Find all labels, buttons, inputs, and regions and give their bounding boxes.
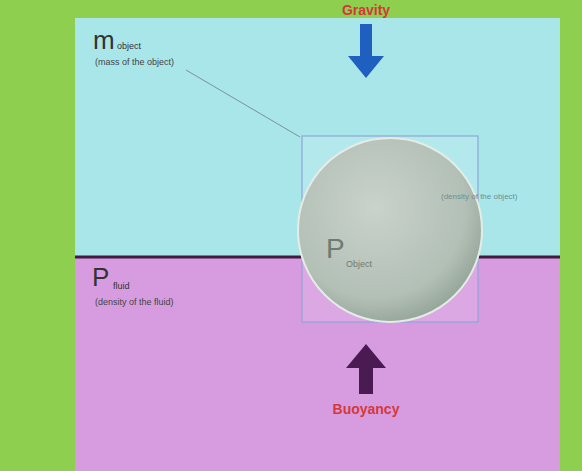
object-ball <box>298 138 482 322</box>
density-note: (density of the fluid) <box>95 298 174 307</box>
density-note: (density of the object) <box>441 193 517 201</box>
mass-symbol: m <box>93 27 115 53</box>
force-label: Gravity <box>342 3 390 17</box>
object-circle: PObject <box>298 138 482 322</box>
density-symbol: P <box>92 264 109 290</box>
leader-line <box>186 70 300 137</box>
density-subscript: fluid <box>113 282 130 291</box>
buoyancy-arrow <box>346 344 386 394</box>
mass-note: (mass of the object) <box>95 58 174 67</box>
density-subscript: Object <box>346 260 372 269</box>
density-symbol: P <box>326 235 345 263</box>
gravity-arrow <box>348 24 384 78</box>
force-label: Buoyancy <box>333 402 400 416</box>
air-region <box>75 18 560 471</box>
mass-subscript: object <box>117 42 141 51</box>
